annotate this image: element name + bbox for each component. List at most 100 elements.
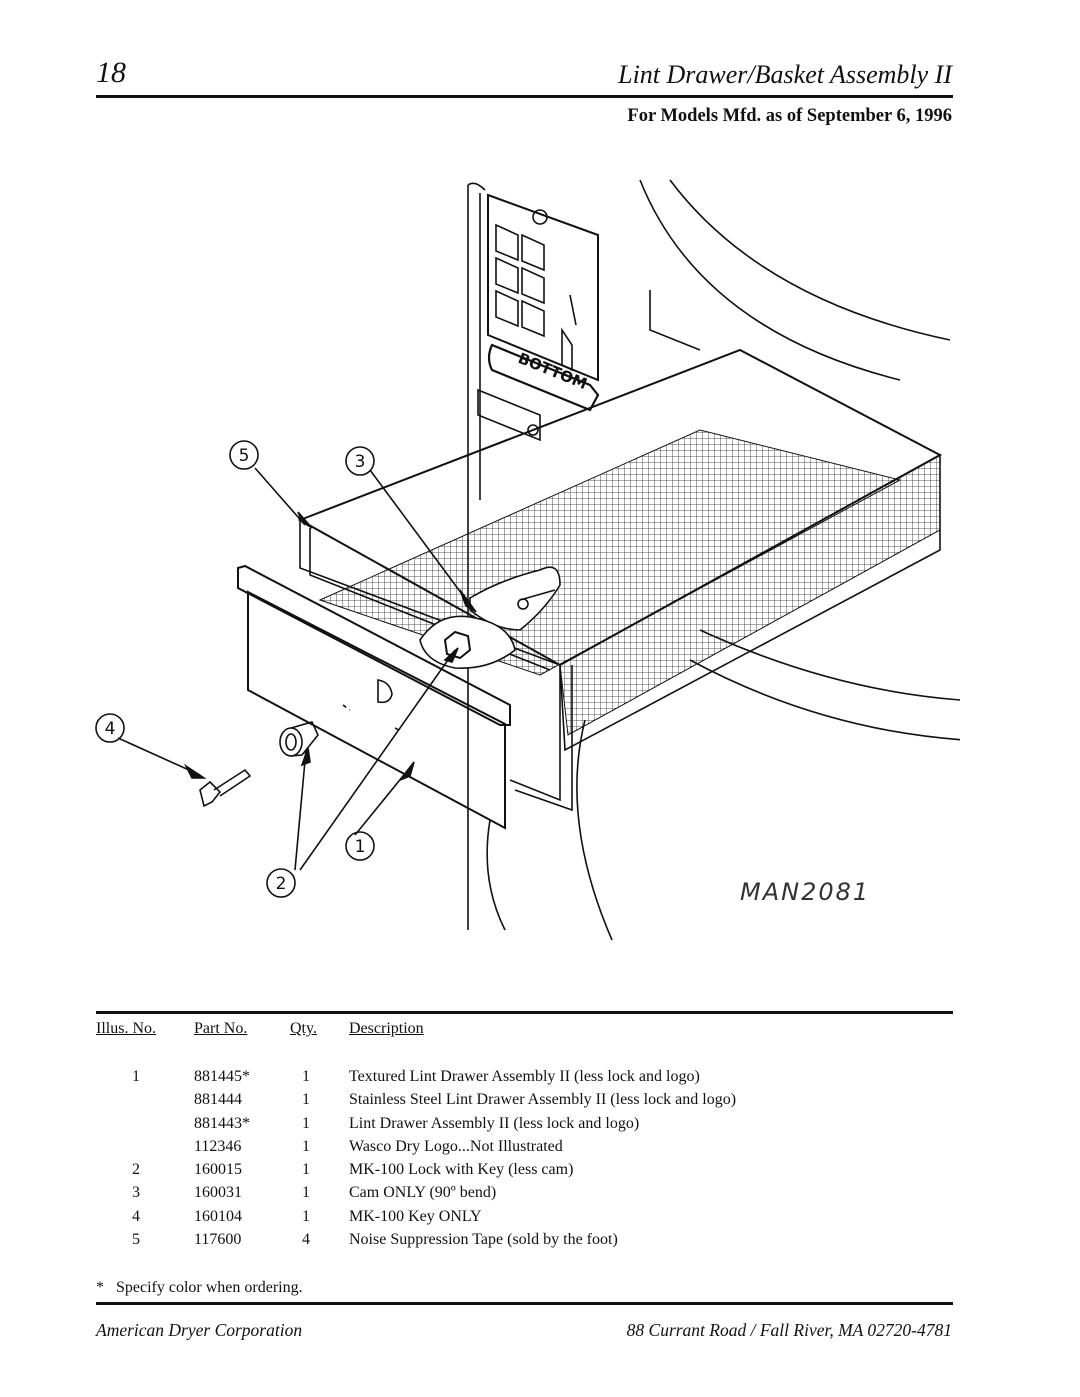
cell-desc: Stainless Steel Lint Drawer Assembly II … [349, 1091, 737, 1109]
key [199, 768, 252, 808]
coin-slot [495, 289, 519, 328]
cell-desc: Cam ONLY (90º bend) [349, 1184, 497, 1202]
page-number: 18 [96, 56, 126, 89]
drawing-id: MAN2081 [740, 878, 870, 906]
cell-desc: MK-100 Key ONLY [349, 1207, 482, 1225]
callout-number: 3 [355, 452, 366, 472]
lock-nut-plate [419, 615, 516, 669]
models-subtitle: For Models Mfd. as of September 6, 1996 [627, 106, 952, 126]
header-qty: Qty. [290, 1020, 317, 1037]
drum-arc [576, 719, 613, 941]
table-row: 3 160031 1 Cam ONLY (90º bend) [96, 1184, 956, 1207]
arrowhead [300, 747, 311, 767]
bottom-label-plate [487, 343, 600, 412]
cell-part: 160031 [194, 1184, 242, 1202]
exploded-view-drawing: BOTTOM 5 3 4 1 2 MAN2081 [95, 179, 960, 941]
bottom-label-text: BOTTOM [516, 349, 590, 393]
coin-slot [521, 233, 545, 272]
lock-cylinder-face [279, 727, 303, 757]
arrowhead [297, 511, 313, 529]
footnote: * Specify color when ordering. [96, 1279, 303, 1296]
header-part-no: Part No. [194, 1020, 248, 1037]
header-rule [96, 95, 953, 98]
coin-return-lever [561, 327, 573, 372]
coin-return-lever [569, 294, 577, 326]
callout-circle [345, 446, 375, 476]
cabinet-opening [477, 388, 541, 442]
cell-part: 881445* [194, 1068, 250, 1085]
cell-desc: Lint Drawer Assembly II (less lock and l… [349, 1114, 640, 1132]
cell-qty: 1 [302, 1207, 310, 1225]
drawer-front-lip [237, 564, 511, 726]
header-illus-no: Illus. No. [96, 1020, 156, 1037]
cell-desc: Textured Lint Drawer Assembly II (less l… [349, 1068, 700, 1085]
cell-part: 881444 [194, 1091, 242, 1109]
callout-circle [266, 868, 296, 898]
cell-desc: Wasco Dry Logo...Not Illustrated [349, 1137, 563, 1155]
drawer-mesh-side [559, 454, 941, 736]
table-row: 1 881445* 1 Textured Lint Drawer Assembl… [96, 1068, 956, 1091]
cell-desc: Noise Suppression Tape (sold by the foot… [349, 1231, 618, 1249]
parts-table: 1 881445* 1 Textured Lint Drawer Assembl… [96, 1068, 956, 1254]
lock-nut [443, 630, 472, 660]
arrowhead [183, 763, 207, 779]
table-row: 5 117600 4 Noise Suppression Tape (sold … [96, 1231, 956, 1254]
cell-part: 112346 [194, 1137, 242, 1155]
cabinet-opening-lock [527, 424, 539, 436]
cabinet-frame [467, 182, 486, 191]
lock-hole [377, 679, 393, 704]
cell-part: 160015 [194, 1161, 242, 1179]
drawer-inner-frame [514, 665, 573, 812]
cabinet-frame [649, 290, 701, 351]
cell-illus: 5 [132, 1231, 140, 1249]
arrowhead [459, 589, 477, 613]
drum-arc [689, 659, 960, 741]
callout-circle [95, 713, 125, 743]
coin-panel-lock [532, 209, 548, 225]
cell-illus: 2 [132, 1161, 140, 1179]
footer-address: 88 Currant Road / Fall River, MA 02720-4… [626, 1320, 952, 1340]
leader-line [369, 469, 471, 606]
cell-part: 881443* [194, 1114, 250, 1132]
callout-number: 4 [105, 719, 116, 739]
cell-qty: 1 [302, 1184, 310, 1202]
cam-washer [517, 598, 529, 610]
cell-qty: 4 [302, 1231, 310, 1249]
table-row: 2 160015 1 MK-100 Lock with Key (less ca… [96, 1161, 956, 1184]
table-row: 4 160104 1 MK-100 Key ONLY [96, 1208, 956, 1231]
lock-cylinder-body [290, 721, 319, 757]
lock-hole-guide [342, 704, 403, 733]
coin-slot [521, 266, 545, 305]
coin-slot [495, 223, 519, 262]
header-description: Description [349, 1020, 424, 1037]
cell-part: 160104 [194, 1207, 242, 1225]
cell-illus: 3 [132, 1184, 140, 1202]
coin-slot [495, 256, 519, 295]
arrowhead [443, 647, 459, 663]
drawer-inner-frame [299, 520, 561, 802]
callout-circle [345, 831, 375, 861]
footer-company: American Dryer Corporation [96, 1320, 303, 1340]
cell-part: 117600 [194, 1231, 242, 1249]
cam-plate [469, 566, 561, 631]
drum-arc [486, 819, 506, 931]
callout-number: 2 [276, 874, 287, 894]
cell-qty: 1 [302, 1137, 310, 1155]
leader-line [294, 749, 307, 871]
cell-qty: 1 [302, 1068, 310, 1085]
cell-qty: 1 [302, 1161, 310, 1179]
callout-number: 5 [239, 446, 250, 466]
table-row: 881444 1 Stainless Steel Lint Drawer Ass… [96, 1091, 956, 1114]
footer-rule [96, 1302, 953, 1305]
cell-illus: 1 [132, 1068, 140, 1085]
cell-qty: 1 [302, 1091, 310, 1109]
arrowhead [397, 761, 415, 782]
callout-number: 1 [355, 837, 366, 857]
cam-bolt [519, 589, 556, 601]
drum-arc [669, 179, 951, 341]
lock-keyway [285, 733, 297, 751]
cell-illus: 4 [132, 1207, 140, 1225]
coin-panel [487, 193, 599, 382]
table-rule [96, 1011, 953, 1014]
page-title: Lint Drawer/Basket Assembly II [618, 60, 952, 89]
